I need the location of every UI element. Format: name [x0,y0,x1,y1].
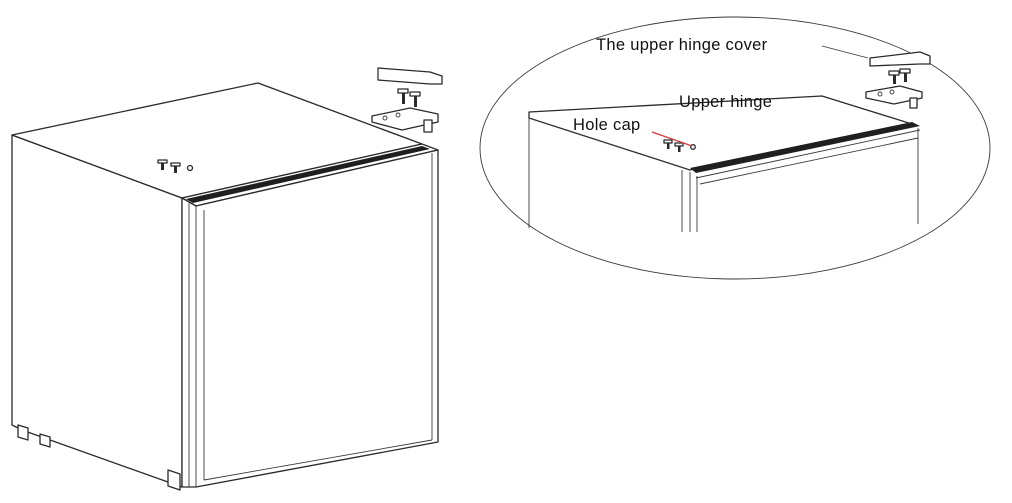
leader-upper-hinge-cover [821,45,869,59]
door-front [181,149,439,488]
hinge-screws-exploded [397,88,421,107]
detail-hole-caps [663,139,696,152]
front-foot [167,469,181,491]
rear-foot [17,424,29,441]
detail-hinge-cover [869,51,931,67]
label-upper-hinge: Upper hinge [679,93,772,111]
refrigerator-full-view [11,67,443,491]
hole-caps-full-view [157,159,194,173]
detail-outline [479,16,991,280]
leader-hole-cap [651,131,693,147]
door-gasket [186,146,430,203]
detail-upper-hinge [865,85,923,105]
hinge-cover-exploded [377,67,443,85]
label-upper-hinge-cover: The upper hinge cover [596,36,768,54]
detail-hinge-screws [888,68,911,84]
label-hole-cap: Hole cap [573,116,641,134]
upper-hinge-exploded [371,107,439,131]
detail-ellipse: The upper hinge cover Upper hinge Hole c… [479,16,991,280]
detail-door-gasket [690,122,920,173]
